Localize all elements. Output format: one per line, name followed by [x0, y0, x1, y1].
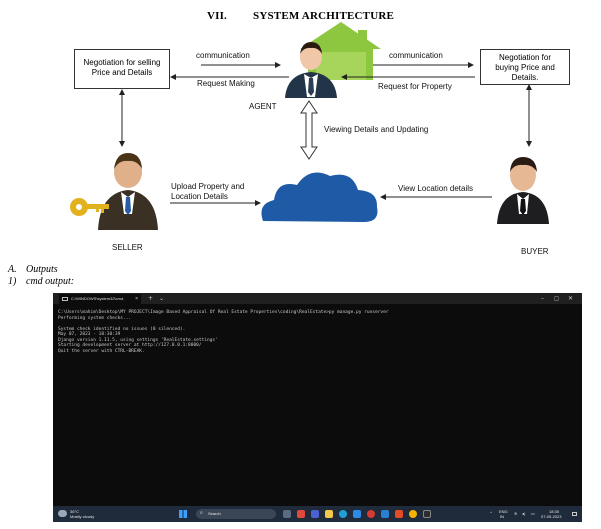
- terminal-tab-bar: C:\WINDOWS\system32\cmd. × + ⌄ – ◻ ✕: [53, 293, 582, 304]
- cmd-subheading: 1) cmd output:: [8, 276, 74, 287]
- language-bottom[interactable]: IN: [500, 514, 504, 519]
- tray-chevron-icon[interactable]: ^: [490, 510, 492, 515]
- maximize-icon[interactable]: ◻: [554, 295, 559, 302]
- console-line: Starting development server at http://12…: [58, 343, 202, 348]
- section-number: VII.: [206, 10, 228, 22]
- new-tab-icon[interactable]: +: [148, 295, 154, 302]
- seller-label: SELLER: [112, 243, 143, 252]
- cmd-number: 1): [8, 276, 17, 287]
- chrome-icon[interactable]: [409, 510, 417, 518]
- section-title: SYSTEM ARCHITECTURE: [253, 10, 395, 22]
- seller-negotiation-line-1: Negotiation for selling: [83, 58, 161, 67]
- outputs-subheading: A. Outputs: [8, 264, 58, 275]
- weather-description[interactable]: Mostly cloudy: [70, 514, 95, 519]
- close-tab-icon[interactable]: ×: [135, 296, 138, 302]
- windows-taskbar: 36°C Mostly cloudy ⌕ Search ^ ENG IN ≋ ◂…: [53, 506, 582, 522]
- minimize-icon[interactable]: –: [541, 295, 544, 302]
- search-placeholder: Search: [208, 511, 221, 516]
- search-icon: ⌕: [200, 510, 203, 516]
- upload-label-line-2: Location Details: [171, 192, 228, 201]
- request-making-label: Request Making: [197, 79, 255, 88]
- terminal-icon: [62, 297, 68, 301]
- app-icon[interactable]: [395, 510, 403, 518]
- clock-time[interactable]: 18:35: [549, 509, 560, 514]
- agent-person-icon: [285, 42, 337, 98]
- chevron-down-icon[interactable]: ⌄: [159, 295, 165, 302]
- console-line: Quit the server with CTRL-BREAK.: [58, 348, 145, 354]
- buyer-negotiation-line-2: buying Price and: [495, 63, 555, 72]
- cmd-window: C:\WINDOWS\system32\cmd. × + ⌄ – ◻ ✕ C:\…: [53, 293, 582, 522]
- terminal-tab[interactable]: C:\WINDOWS\system32\cmd. ×: [59, 294, 141, 304]
- outputs-label: Outputs: [26, 264, 58, 275]
- store-icon[interactable]: [353, 510, 361, 518]
- communication-left-label: communication: [196, 51, 250, 60]
- app-icon[interactable]: [297, 510, 305, 518]
- weather-temperature[interactable]: 36°C: [70, 509, 79, 514]
- seller-negotiation-line-2: Price and Details: [91, 68, 153, 77]
- cmd-label: cmd output:: [26, 276, 75, 287]
- request-property-label: Request for Property: [378, 82, 452, 91]
- notifications-icon[interactable]: [572, 512, 577, 516]
- buyer-negotiation-line-3: Details.: [511, 73, 539, 82]
- weather-icon: [58, 510, 67, 517]
- buyer-label: BUYER: [521, 247, 549, 256]
- taskbar-search-input[interactable]: ⌕ Search: [196, 509, 276, 519]
- language-top[interactable]: ENG: [499, 509, 508, 514]
- app-icon[interactable]: [381, 510, 389, 518]
- file-explorer-icon[interactable]: [325, 510, 333, 518]
- architecture-diagram: [70, 22, 549, 230]
- clock-date[interactable]: 07-05-2023: [541, 514, 562, 519]
- console-line: Django version 1.11.5, using settings 'R…: [58, 337, 218, 343]
- buyer-person-icon: [497, 157, 549, 224]
- view-location-label: View Location details: [398, 184, 474, 193]
- task-view-icon[interactable]: [283, 510, 291, 518]
- viewing-label: Viewing Details and Updating: [324, 125, 429, 134]
- close-window-icon[interactable]: ✕: [568, 295, 574, 302]
- agent-label: AGENT: [249, 102, 277, 111]
- terminal-tab-title: C:\WINDOWS\system32\cmd.: [71, 296, 125, 301]
- cloud-icon: [261, 172, 378, 222]
- upload-label-line-1: Upload Property and: [171, 182, 245, 191]
- volume-icon[interactable]: ◂): [522, 511, 526, 516]
- communication-right-label: communication: [389, 51, 443, 60]
- teams-icon[interactable]: [311, 510, 319, 518]
- upload-label: Upload Property and Location Details: [171, 182, 244, 202]
- section-heading: VII. SYSTEM ARCHITECTURE: [0, 10, 601, 22]
- console-line: Performing system checks...: [58, 315, 132, 321]
- outputs-letter: A.: [8, 264, 17, 275]
- console-line: May 07, 2023 - 18:30:39: [58, 332, 121, 337]
- edge-icon[interactable]: [339, 510, 347, 518]
- buyer-negotiation-box: Negotiation for buying Price and Details…: [480, 49, 570, 85]
- wifi-icon[interactable]: ≋: [514, 511, 518, 516]
- windows-start-icon[interactable]: [179, 510, 187, 518]
- seller-person-icon: [70, 153, 158, 230]
- console-line: System check identified no issues (0 sil…: [58, 326, 186, 332]
- seller-negotiation-box: Negotiation for selling Price and Detail…: [74, 49, 170, 89]
- console-output: C:\Users\mahim\Desktop\MY PROJECT\Image …: [58, 310, 577, 354]
- console-line: C:\Users\mahim\Desktop\MY PROJECT\Image …: [58, 310, 389, 315]
- opera-icon[interactable]: [367, 510, 375, 518]
- house-icon: [300, 22, 381, 80]
- battery-icon[interactable]: ▭: [531, 511, 535, 516]
- buyer-negotiation-line-1: Negotiation for: [498, 53, 552, 62]
- terminal-taskbar-icon[interactable]: [423, 510, 431, 518]
